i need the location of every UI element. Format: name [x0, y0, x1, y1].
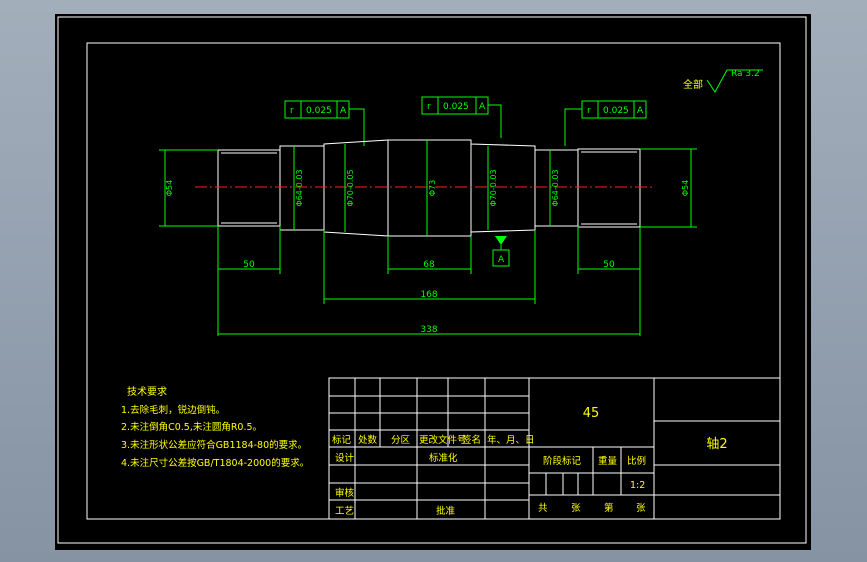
tb-sheets: 张	[571, 503, 581, 514]
diameter-dimensions: Φ54 Φ64-0.03 Φ70-0.05 Φ73 Φ70-0.03 Φ64-0…	[159, 140, 697, 236]
len-span: 168	[420, 290, 437, 300]
outer-border	[57, 16, 807, 544]
finish-value: Ra 3.2	[731, 69, 760, 79]
dia-right-end: Φ54	[681, 180, 690, 196]
title-block: 标记 处数 分区 更改文件号 签名 年、月、日 设计 标准化 审核 工艺 批准 …	[328, 377, 781, 520]
datum-label: A	[498, 255, 505, 265]
tb-sheets2: 张	[636, 503, 646, 514]
tb-approve: 批准	[436, 505, 456, 517]
tech-item: 1.去除毛刺，锐边倒钝。	[121, 404, 225, 416]
tb-label: 处数	[358, 434, 378, 446]
tb-label: 标记	[332, 434, 352, 446]
tb-weight: 重量	[598, 455, 618, 467]
tb-design: 设计	[335, 452, 355, 464]
tech-title: 技术要求	[127, 385, 167, 398]
tol-value: 0.025	[306, 106, 332, 116]
tech-item: 4.未注尺寸公差按GB/T1804-2000的要求。	[121, 457, 309, 469]
tol-symbol: r	[290, 106, 294, 116]
tb-part-name: 轴2	[706, 437, 727, 452]
dia-left-end: Φ54	[165, 180, 174, 196]
dia-left-collar: Φ70-0.05	[346, 169, 355, 206]
len-left: 50	[243, 260, 255, 270]
tol-value: 0.025	[603, 106, 629, 116]
tb-scale-label: 比例	[627, 455, 646, 467]
tb-process: 工艺	[335, 506, 354, 517]
tol-symbol: r	[427, 102, 431, 112]
len-middle: 68	[423, 260, 435, 270]
cad-drawing: 全部 Ra 3.2 r 0.025 A r 0.025 A r 0.025 A	[57, 16, 807, 544]
tol-symbol: r	[587, 106, 591, 116]
tech-item: 3.未注形状公差应符合GB1184-80的要求。	[121, 439, 307, 451]
finish-prefix: 全部	[683, 78, 703, 91]
tech-requirements: 技术要求 1.去除毛刺，锐边倒钝。 2.未注倒角C0.5,未注圆角R0.5。 3…	[121, 385, 309, 469]
tol-value: 0.025	[443, 102, 469, 112]
surface-finish-note: 全部 Ra 3.2	[683, 69, 763, 93]
dia-right-collar: Φ70-0.03	[489, 169, 498, 206]
tb-label: 签名	[462, 434, 481, 446]
tb-scale-value: 1:2	[630, 480, 645, 491]
tb-label: 更改文件号	[419, 434, 467, 446]
tb-stage-mark: 阶段标记	[543, 455, 582, 467]
len-total: 338	[420, 325, 437, 335]
tb-label: 分区	[391, 435, 411, 446]
tol-datum: A	[479, 102, 486, 112]
roughness-symbol-icon	[706, 69, 763, 93]
dia-left-bearing: Φ64-0.03	[295, 169, 304, 206]
tb-standardize: 标准化	[429, 452, 458, 464]
tb-total: 共	[538, 503, 548, 514]
tb-material: 45	[583, 406, 600, 421]
dia-right-bearing: Φ64-0.03	[551, 169, 560, 206]
drawing-canvas: 全部 Ra 3.2 r 0.025 A r 0.025 A r 0.025 A	[55, 14, 811, 550]
datum-marker: A	[492, 236, 510, 267]
tb-label: 年、月、日	[487, 434, 535, 446]
datum-triangle-icon	[495, 236, 507, 245]
dia-middle: Φ73	[428, 180, 437, 196]
tech-item: 2.未注倒角C0.5,未注圆角R0.5。	[121, 421, 262, 433]
tol-datum: A	[637, 106, 644, 116]
tolerance-frame-right: r 0.025 A	[564, 100, 647, 146]
tolerance-frame-middle: r 0.025 A	[421, 96, 502, 138]
length-dimensions: 50 68 50 168 338	[217, 226, 641, 336]
tol-datum: A	[340, 106, 347, 116]
tolerance-frame-left: r 0.025 A	[284, 100, 365, 146]
len-right: 50	[603, 260, 615, 270]
tb-review: 审核	[335, 487, 355, 499]
tb-page: 第	[604, 502, 614, 514]
